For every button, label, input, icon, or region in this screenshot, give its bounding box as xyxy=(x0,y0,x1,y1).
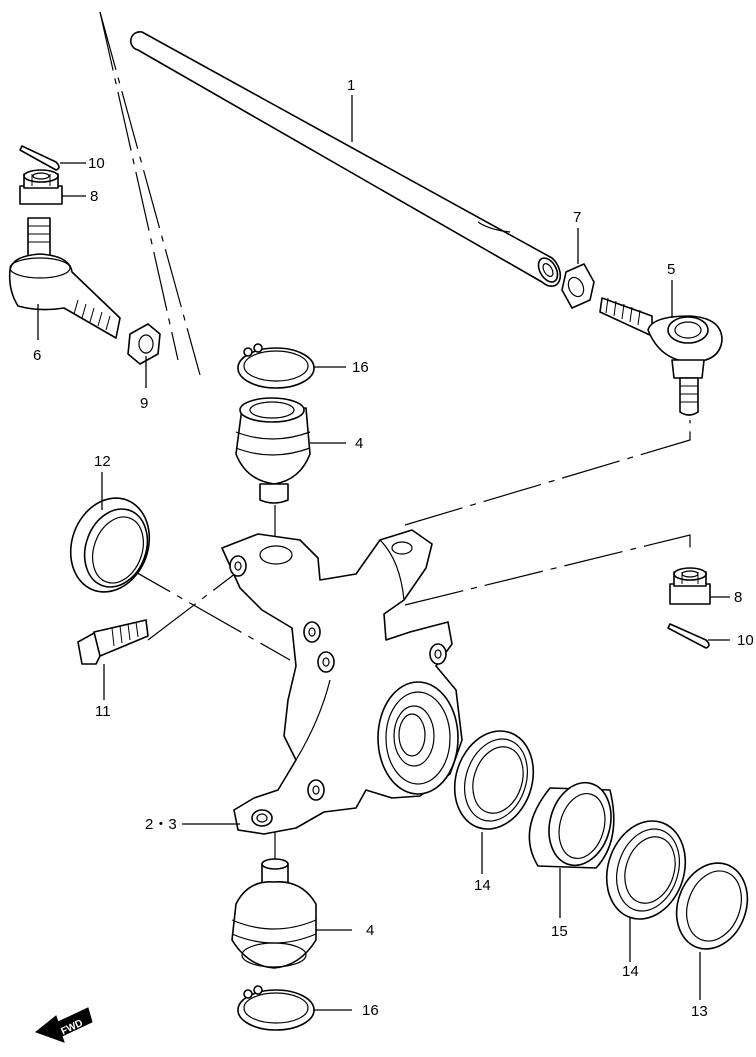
label-part-15: 15 xyxy=(551,923,568,940)
tie-rod-end-left[interactable] xyxy=(8,217,121,339)
label-part-11: 11 xyxy=(95,703,111,720)
label-part-14-right: 14 xyxy=(622,963,639,980)
leader-lines xyxy=(37,95,730,1011)
label-part-13: 13 xyxy=(691,1003,708,1020)
nut-9[interactable] xyxy=(127,323,161,365)
label-part-12: 12 xyxy=(94,453,111,470)
cotter-pin-10-right[interactable] xyxy=(667,623,710,649)
tie-rod-end-right[interactable] xyxy=(599,297,723,416)
tie-rod[interactable] xyxy=(129,30,562,287)
assembly-guide-lines xyxy=(99,11,691,862)
label-part-10-right: 10 xyxy=(737,632,754,649)
part-labels: 1 10 8 6 9 7 5 16 4 12 8 10 11 2・3 14 15… xyxy=(33,77,754,1020)
fwd-arrow-icon: FWD xyxy=(34,1007,93,1043)
bearing-14-right[interactable] xyxy=(594,811,697,930)
label-part-16-top: 16 xyxy=(352,359,369,376)
label-part-1: 1 xyxy=(347,77,355,94)
cotter-pin-10-left[interactable] xyxy=(19,145,60,171)
label-part-2-3: 2・3 xyxy=(145,816,177,833)
bearing-14-left[interactable] xyxy=(442,721,545,840)
label-part-8-left: 8 xyxy=(90,188,98,205)
label-part-4-top: 4 xyxy=(355,435,363,452)
castle-nut-8-left[interactable] xyxy=(19,169,63,205)
label-part-8-right: 8 xyxy=(734,589,742,606)
oil-seal-12[interactable] xyxy=(58,487,162,603)
nut-7[interactable] xyxy=(561,263,595,309)
label-part-9: 9 xyxy=(140,395,148,412)
label-part-5: 5 xyxy=(667,261,675,278)
label-part-14-left: 14 xyxy=(474,877,491,894)
label-part-10-left: 10 xyxy=(88,155,105,172)
bolt-11[interactable] xyxy=(77,619,149,665)
label-part-7: 7 xyxy=(573,209,581,226)
label-part-6: 6 xyxy=(33,347,41,364)
spacer-15[interactable] xyxy=(528,776,619,873)
label-part-4-bottom: 4 xyxy=(366,922,374,939)
seal-13[interactable] xyxy=(665,853,756,959)
circlip-16-bottom[interactable] xyxy=(237,985,315,1031)
ball-joint-4-top[interactable] xyxy=(235,397,311,504)
circlip-16-top[interactable] xyxy=(237,343,315,389)
castle-nut-8-right[interactable] xyxy=(669,567,711,605)
steering-knuckle[interactable] xyxy=(221,529,463,835)
label-part-16-bottom: 16 xyxy=(362,1002,379,1019)
ball-joint-4-bottom[interactable] xyxy=(231,858,317,969)
